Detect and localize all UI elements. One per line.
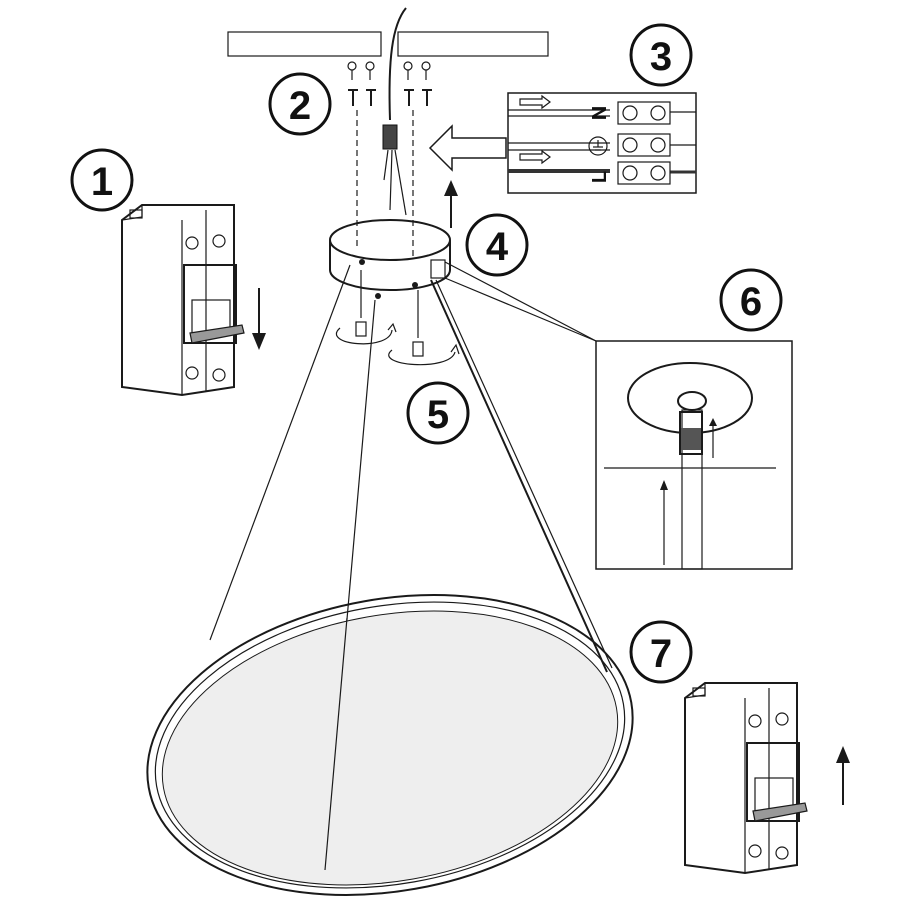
step-badge-5: 5 xyxy=(406,381,470,445)
canopy xyxy=(329,219,451,299)
down-arrow-breaker xyxy=(252,288,266,350)
terminal-label-n: N xyxy=(589,106,611,120)
earth-symbol xyxy=(588,136,608,156)
step-number-7: 7 xyxy=(650,632,672,676)
step-badge-4: 4 xyxy=(465,213,529,277)
step-number-3: 3 xyxy=(650,35,672,79)
step-number-2: 2 xyxy=(289,84,311,128)
circuit-breaker-off xyxy=(121,204,245,397)
step-badge-1: 1 xyxy=(70,148,134,212)
zoom-leader xyxy=(444,261,597,342)
up-arrow-canopy xyxy=(444,180,458,228)
step-badge-3: 3 xyxy=(629,23,693,87)
terminal-label-l: L xyxy=(589,171,611,183)
screws-and-anchors xyxy=(347,61,432,106)
circuit-breaker-on xyxy=(684,682,808,875)
cable-adjust-detail xyxy=(595,340,793,570)
canopy-screws xyxy=(336,270,460,366)
step-number-1: 1 xyxy=(91,160,113,204)
alignment-lines xyxy=(356,110,414,260)
wire-connector xyxy=(382,124,407,216)
supply-cable xyxy=(388,7,407,121)
terminal-block-detail: N L xyxy=(507,92,697,194)
step-number-6: 6 xyxy=(740,280,762,324)
step-badge-7: 7 xyxy=(629,620,693,684)
connection-arrow xyxy=(428,124,507,172)
ceiling xyxy=(227,31,549,57)
step-badge-2: 2 xyxy=(268,72,332,136)
step-number-5: 5 xyxy=(427,393,449,437)
step-badge-6: 6 xyxy=(719,268,783,332)
step-number-4: 4 xyxy=(486,225,509,269)
up-arrow-breaker xyxy=(836,746,850,805)
led-panel xyxy=(146,594,634,896)
